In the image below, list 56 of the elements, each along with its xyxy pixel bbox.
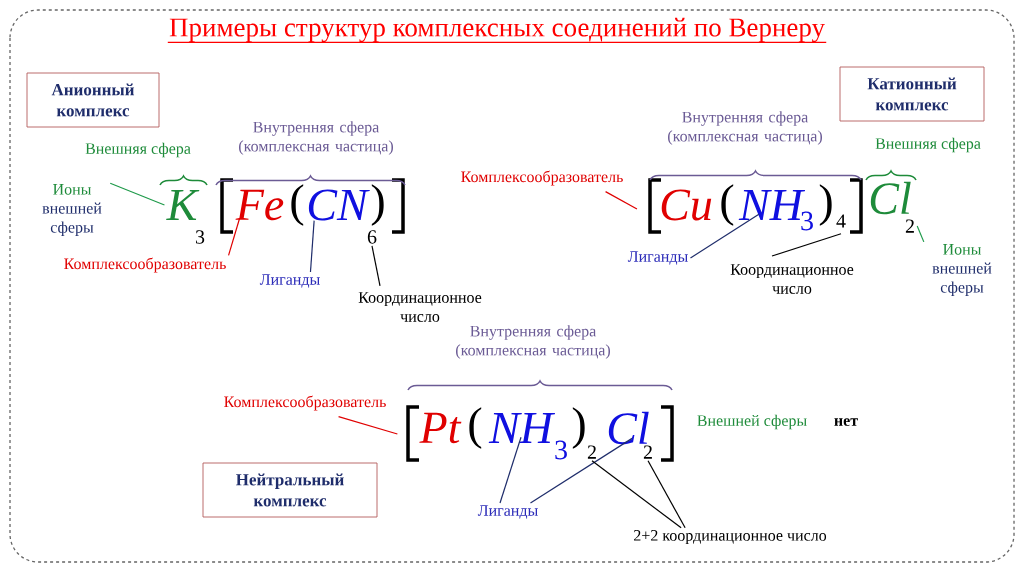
leader-line [604,191,638,210]
annotation-label: Внешняя сфера [85,142,191,158]
annotation-label: Комплексообразователь [224,395,386,411]
formula-symbol: Cl [870,181,911,215]
formula-symbol: NH [488,412,556,444]
subscript: 4 [836,214,846,228]
annotation-label: Комплексообразователь [64,257,226,273]
formula-symbol: Pt [419,412,462,444]
annotation-label: Лиганды [477,505,538,519]
complex-type-box: Нейтральный комплекс [202,462,378,518]
leader-line [591,460,682,529]
annotation-label: Внешняя сфера [875,137,981,153]
annotation-label: Координационное число [358,292,482,322]
annotation-label: Ионы внешней сферы [932,244,992,296]
leader-line [916,225,925,243]
leader-line [771,233,842,257]
formula-symbol: Fe [235,189,284,221]
leader-line [371,245,381,287]
leader-line [499,436,522,504]
annotation-label: Внутренняя сфера (комплексная частица) [456,325,610,359]
subscript: 2 [587,445,596,459]
annotation-label: Внутренняя сфера (комплексная частица) [239,121,393,155]
leader-line [529,437,633,504]
formula-symbol: Cu [661,189,712,221]
parenthesis: ( [291,184,304,226]
annotation-label: Координационное число [730,264,854,294]
subscript: 3 [555,440,567,460]
leader-line [689,213,760,259]
annotation-label: Лиганды [259,274,320,288]
complex-type-box: Катионный комплекс [839,66,985,122]
leader-line [337,416,398,435]
formula-symbol: Cl [608,411,649,445]
annotation-label: 2+2 координационное число [634,530,827,544]
leader-line [227,217,241,256]
leader-line [309,220,315,273]
subscript: 2 [643,445,652,459]
parenthesis: ( [469,407,482,449]
leader-line [647,460,686,529]
formula-symbol: K [166,189,200,221]
annotation-label: нет [834,418,858,426]
leader-line [109,182,166,206]
annotation-label: Внутренняя сфера (комплексная частица) [668,111,822,145]
parenthesis: ) [572,407,585,449]
parenthesis: ) [819,184,832,226]
parenthesis: ) [371,184,384,226]
parenthesis: ( [721,184,734,226]
subscript: 6 [367,230,377,244]
annotation-label: Лиганды [627,251,688,265]
subscript: 2 [905,219,914,233]
formula-symbol: CN [308,189,370,221]
complex-type-box: Анионный комплекс [26,72,160,128]
annotation-label: Внешней сферы [697,414,807,430]
subscript: 3 [195,230,205,244]
title: Примеры структур комплексных соединений по Вернеру [167,17,827,43]
annotation-label: Ионы внешней сферы [42,184,102,236]
annotation-label: Комплексообразователь [461,170,623,186]
